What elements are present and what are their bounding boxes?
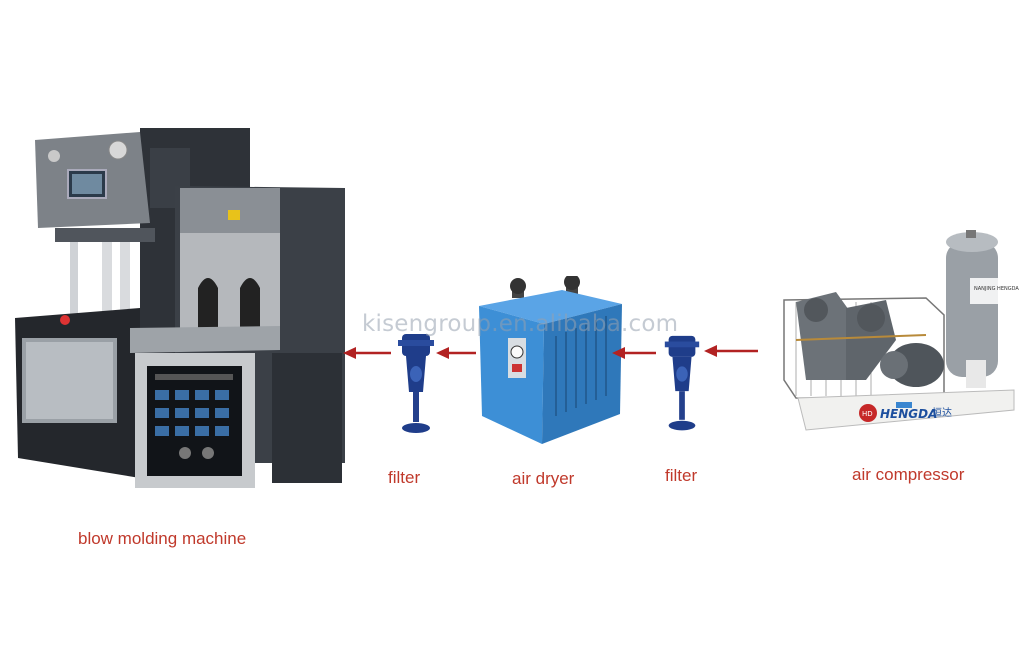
air-compressor-image: NANJING HENGDA HD HENGDA 恒达 — [783, 230, 1019, 431]
blow-molding-machine-image — [15, 128, 345, 488]
compressor-brand-text: HENGDA — [880, 407, 937, 421]
arrow-to-blow-molding-machine — [343, 347, 391, 359]
arrow-to-right-filter — [704, 345, 758, 357]
svg-text:HD: HD — [862, 410, 873, 418]
label-filter-right: filter — [665, 466, 698, 485]
tank-label: NANJING HENGDA — [974, 286, 1019, 292]
watermark-text: kisengroup.en.alibaba.com — [362, 311, 679, 337]
label-air-compressor: air compressor — [852, 465, 965, 484]
label-filter-left: filter — [388, 468, 421, 487]
air-dryer-image — [479, 276, 622, 444]
arrow-to-left-filter — [436, 347, 476, 359]
filter-left-image — [398, 334, 434, 433]
filter-right-image — [664, 335, 700, 431]
compressor-brand-chinese-text: 恒达 — [932, 406, 952, 419]
label-blow-molding-machine: blow molding machine — [78, 529, 247, 548]
label-air-dryer: air dryer — [512, 469, 575, 488]
arrow-to-air-dryer — [612, 347, 656, 359]
